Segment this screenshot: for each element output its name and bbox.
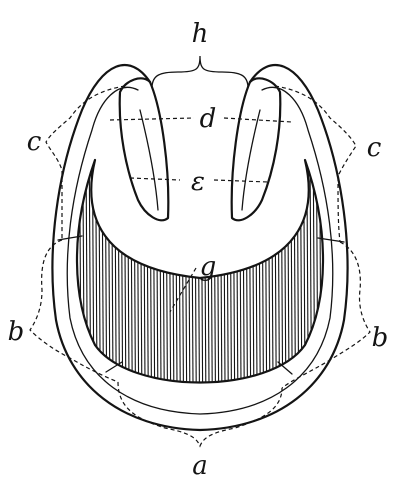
sole-hatch-line <box>95 160 98 383</box>
sole-hatch-line <box>248 160 252 383</box>
leader-e <box>129 177 269 183</box>
sole-hatch-line <box>162 160 165 383</box>
sole-hatch-line <box>287 160 290 383</box>
label-b-right: b <box>372 323 389 353</box>
sole-hatch-line <box>235 160 239 383</box>
sole-hatch-line <box>187 160 191 383</box>
bracket-h <box>151 55 249 89</box>
sole-hatch-line <box>258 160 261 383</box>
sole-hatch-line <box>232 160 236 383</box>
sole-hatch-line <box>168 160 172 383</box>
leader-g <box>169 267 197 313</box>
sole-hatch-line <box>261 160 265 383</box>
sole-hatch-line <box>130 160 133 383</box>
sole-hatch-line <box>98 160 101 383</box>
label-e: ε <box>191 167 205 197</box>
leader-d <box>109 117 293 123</box>
sole-hatch-line <box>73 150 75 400</box>
sole-hatch-line <box>136 160 140 383</box>
bracket-b-left <box>29 239 119 383</box>
sole-hatch-line <box>271 160 274 383</box>
wall-tick-right-lower <box>277 361 293 375</box>
sole-hatch-line <box>293 160 297 383</box>
sole-hatch-line <box>296 160 300 383</box>
sole-hatch-line <box>155 160 159 383</box>
sole-hatch-line <box>107 160 111 383</box>
label-a: a <box>192 451 208 481</box>
bracket-c-left <box>45 85 126 240</box>
sole-hatch-line <box>143 160 146 383</box>
label-h: h <box>192 19 209 49</box>
sole-hatch-line <box>319 160 322 383</box>
sole-hatch-line <box>267 160 271 383</box>
sole-hatch-line <box>239 160 242 383</box>
label-b-left: b <box>8 317 25 347</box>
sole-hatch-line <box>127 160 130 383</box>
sole-hatch-line <box>280 160 284 383</box>
outer-hoof-wall <box>51 63 349 432</box>
sole-hatch-line <box>184 160 188 383</box>
right-heel-inner <box>241 109 261 211</box>
wall-tick-right-upper <box>317 237 345 243</box>
sole-hatch-line <box>326 150 328 400</box>
sole-hatch-line <box>274 160 277 383</box>
sole-hatch-line <box>79 160 82 383</box>
bracket-a <box>117 381 283 448</box>
sole-hatch-line <box>299 160 303 383</box>
sole-hatch-line <box>255 160 258 383</box>
sole-outline <box>75 158 325 384</box>
sole-hatch-line <box>315 160 319 383</box>
sole-hatch-line <box>245 160 249 383</box>
sole-hatch-line <box>159 160 162 383</box>
sole-hatch-line <box>117 160 121 383</box>
label-c-right: c <box>367 133 382 163</box>
sole-hatch-line <box>303 160 306 383</box>
wall-tick-left-lower <box>105 361 123 373</box>
label-d: d <box>200 104 217 134</box>
left-heel-bar <box>118 77 170 222</box>
sole-hatch-line <box>82 160 85 383</box>
sole-hatch-line <box>251 160 255 383</box>
sole-hatch-line <box>290 160 293 383</box>
sole-hatch-line <box>146 160 149 383</box>
sole-hatch-line <box>152 160 156 383</box>
sole-hatch-line <box>123 160 127 383</box>
right-heel-bar <box>230 77 282 222</box>
bracket-c-right <box>274 85 357 243</box>
sole-hatch-line <box>91 160 95 383</box>
sole-hatch-line <box>149 160 153 383</box>
wall-tick-left-upper <box>57 235 83 241</box>
sole-hatch-line <box>139 160 143 383</box>
inner-wall-line <box>66 86 334 415</box>
bracket-b-right <box>281 241 371 389</box>
sole-hatch-line <box>104 160 108 383</box>
label-c-left: c <box>27 127 42 157</box>
sole-hatch-line <box>101 160 105 383</box>
label-g: g <box>200 252 217 282</box>
left-heel-inner <box>139 109 159 211</box>
